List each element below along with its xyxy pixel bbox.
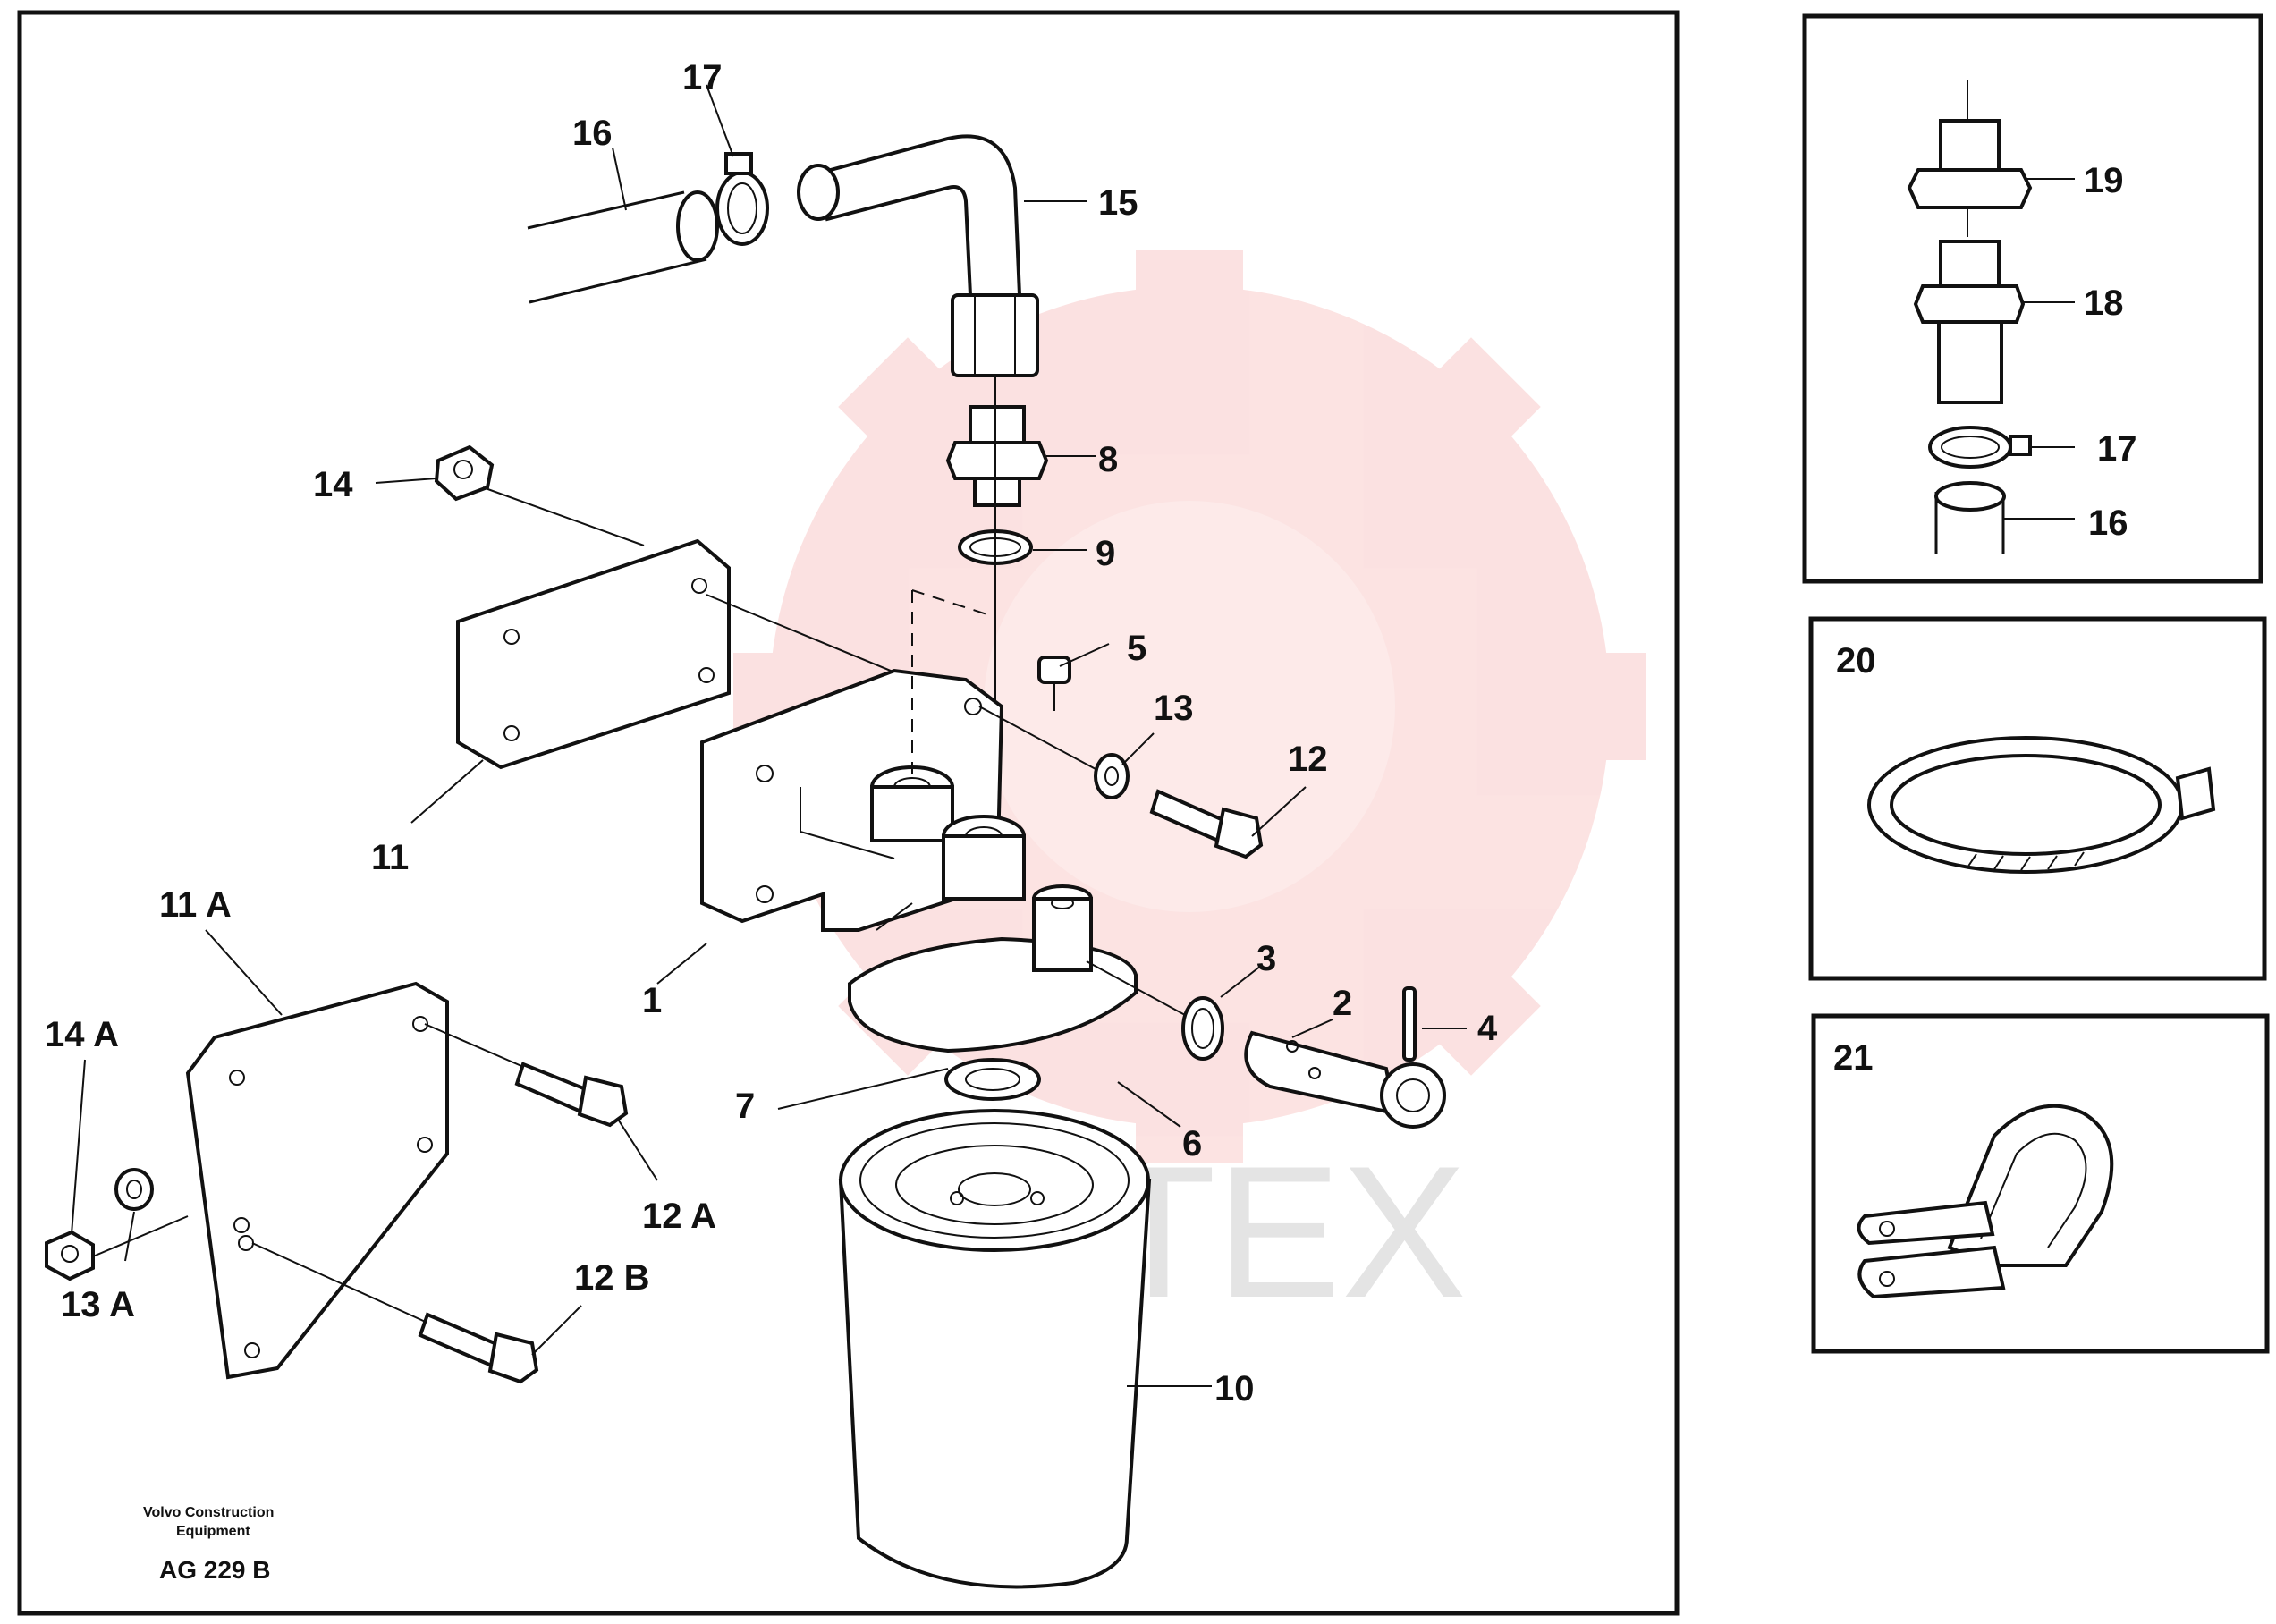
seal-ring-3 xyxy=(1181,996,1224,1061)
dashed-guide-2 xyxy=(911,589,996,618)
bolt-12b xyxy=(251,1242,539,1384)
nut-14a xyxy=(45,1230,95,1281)
callout-2: 2 xyxy=(1333,984,1352,1023)
callout-14a: 14 A xyxy=(45,1015,119,1054)
inset-callout-16: 16 xyxy=(2088,503,2128,543)
inset-callout-17: 17 xyxy=(2097,429,2137,469)
callout-labels: 1 2 3 4 5 6 7 8 9 10 11 11 A 12 12 A 12 … xyxy=(45,58,1498,1408)
inset-leaders xyxy=(2003,178,2075,520)
fitting-18 xyxy=(1913,240,2026,404)
pin-4 xyxy=(1402,986,1417,1062)
callout-12: 12 xyxy=(1288,740,1328,779)
cable-tie-20 xyxy=(1867,736,2216,874)
leader-14a-plate xyxy=(92,1215,189,1257)
inset-callout-19: 19 xyxy=(2084,161,2124,200)
leader-plate-11 xyxy=(706,594,913,681)
hose-16-inset xyxy=(1934,481,2006,554)
bolt-12 xyxy=(1149,789,1264,859)
hose-clamp-17-inset xyxy=(1928,426,2032,469)
fitting-19 xyxy=(1907,80,2033,237)
pipe-15 xyxy=(797,134,1039,377)
washer-13a xyxy=(114,1168,154,1211)
screw-5 xyxy=(1037,656,1071,711)
nut-14 xyxy=(434,444,495,502)
callout-17: 17 xyxy=(682,58,723,97)
inset-callout-18: 18 xyxy=(2084,283,2124,323)
leader-lines xyxy=(71,84,1467,1387)
filter-head-1 xyxy=(700,668,1138,1053)
leader-13-axis xyxy=(978,706,1096,770)
callout-12b: 12 B xyxy=(574,1258,650,1298)
inset-20-label: 20 xyxy=(1836,641,1876,681)
leader-3-axis xyxy=(1086,960,1186,1016)
company-name-line2: Equipment xyxy=(176,1524,250,1539)
callout-16: 16 xyxy=(572,114,613,153)
callout-10: 10 xyxy=(1214,1369,1255,1408)
inset-21-label: 21 xyxy=(1833,1038,1874,1078)
drawing-code: AG 229 B xyxy=(159,1556,271,1584)
plate-11a xyxy=(185,981,449,1380)
callout-11a: 11 A xyxy=(159,885,232,925)
callout-13: 13 xyxy=(1154,689,1194,728)
callout-1: 1 xyxy=(642,981,662,1020)
callout-15: 15 xyxy=(1098,183,1138,223)
hose-16 xyxy=(527,190,719,304)
callout-4: 4 xyxy=(1477,1009,1498,1048)
hose-clip-21 xyxy=(1857,1104,2114,1299)
inset-21-frame xyxy=(1811,1013,2270,1354)
callout-11: 11 xyxy=(371,838,409,877)
inset-20-frame xyxy=(1808,616,2267,981)
callout-7: 7 xyxy=(735,1087,755,1126)
callout-9: 9 xyxy=(1096,534,1115,573)
inset-fittings-frame xyxy=(1802,13,2263,584)
washer-13 xyxy=(1094,753,1130,799)
oil-filter-10 xyxy=(838,1109,1152,1589)
callout-14: 14 xyxy=(313,465,353,504)
seal-6 xyxy=(944,1058,1041,1101)
callout-8: 8 xyxy=(1098,440,1118,479)
company-name-line1: Volvo Construction xyxy=(143,1505,274,1520)
callout-13a: 13 A xyxy=(61,1285,135,1324)
hose-clamp-17 xyxy=(715,152,769,246)
adapter-8 xyxy=(945,405,1049,507)
pin-2 xyxy=(1244,1030,1446,1129)
leader-14 xyxy=(482,486,645,546)
callout-12a: 12 A xyxy=(642,1197,716,1236)
main-diagram-frame xyxy=(17,10,1680,1616)
plate-11 xyxy=(456,538,731,770)
bolt-12a xyxy=(424,1023,629,1128)
callout-5: 5 xyxy=(1127,629,1146,668)
callout-6: 6 xyxy=(1182,1124,1202,1163)
callout-3: 3 xyxy=(1256,939,1276,978)
